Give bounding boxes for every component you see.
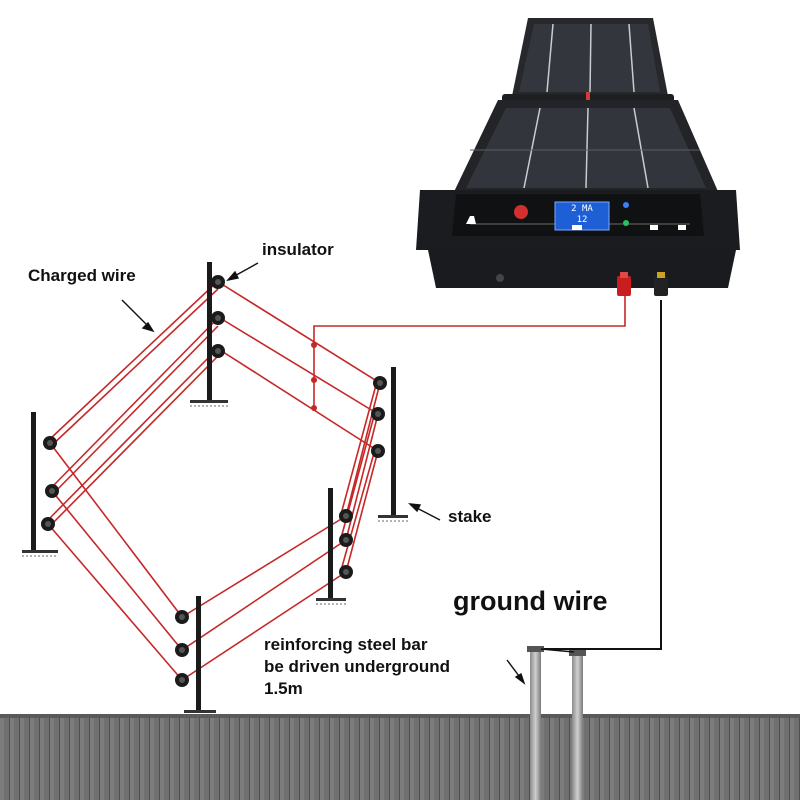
ground-wire-label: ground wire xyxy=(453,586,608,616)
steel-bars xyxy=(527,646,586,800)
wire-joints xyxy=(311,342,317,411)
arrow-icon xyxy=(226,262,259,282)
steel-bar-right xyxy=(569,650,586,800)
steel-bar-left xyxy=(527,646,544,800)
stake-front xyxy=(184,596,216,717)
pointer-arrows xyxy=(121,262,526,685)
insulator-icon xyxy=(373,376,387,390)
stake-label: stake xyxy=(448,507,492,526)
insulator-label: insulator xyxy=(262,240,334,259)
charged-wire-label: Charged wire xyxy=(28,266,136,285)
arrow-icon xyxy=(121,299,155,333)
insulator-icon xyxy=(43,436,57,450)
insulator-icon xyxy=(211,311,225,325)
ground-wire xyxy=(535,300,662,650)
lcd-line-1: 2 MA xyxy=(571,204,593,214)
insulator-icon xyxy=(211,275,225,289)
insulator-icon xyxy=(339,565,353,579)
insulator-icon xyxy=(339,533,353,547)
stake-right xyxy=(378,367,408,522)
solar-energizer xyxy=(416,18,740,296)
steel-bar-label-line-3: 1.5m xyxy=(264,679,303,698)
insulator-icon xyxy=(45,484,59,498)
insulator-icon xyxy=(371,444,385,458)
steel-bar-label: reinforcing steel bar be driven undergro… xyxy=(264,634,450,700)
stake-middle xyxy=(316,488,346,605)
steel-bar-label-line-1: reinforcing steel bar xyxy=(264,635,428,654)
insulator-icon xyxy=(211,344,225,358)
stakes xyxy=(22,262,408,717)
ground-surface xyxy=(0,714,800,800)
positive-terminal-icon xyxy=(617,272,631,296)
lcd-display: 2 MA 12 xyxy=(557,204,607,228)
lcd-line-2: 12 xyxy=(576,215,588,225)
insulators xyxy=(41,275,387,687)
insulator-icon xyxy=(175,643,189,657)
charged-wires xyxy=(47,280,626,681)
arrow-icon xyxy=(506,659,526,685)
insulator-icon xyxy=(339,509,353,523)
insulator-icon xyxy=(175,610,189,624)
arrow-icon xyxy=(408,503,441,521)
stake-back xyxy=(190,262,228,407)
insulator-icon xyxy=(41,517,55,531)
steel-bar-label-line-2: be driven underground xyxy=(264,657,451,676)
stake-left xyxy=(22,412,58,557)
ground-terminal-icon xyxy=(654,272,668,296)
insulator-icon xyxy=(371,407,385,421)
insulator-icon xyxy=(175,673,189,687)
